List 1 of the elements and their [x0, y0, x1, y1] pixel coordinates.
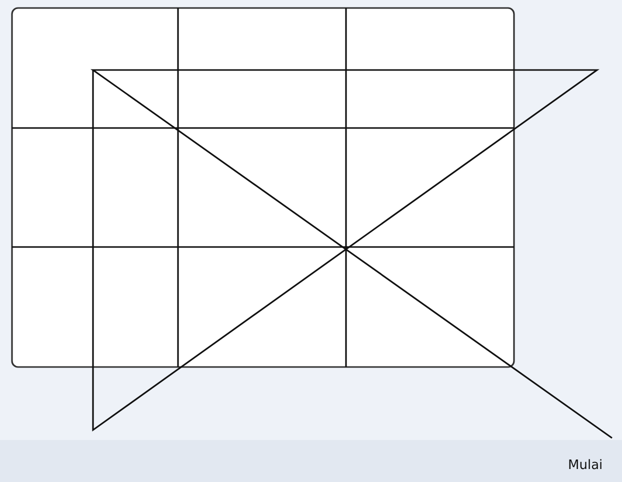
start-label: Mulai: [568, 458, 603, 473]
